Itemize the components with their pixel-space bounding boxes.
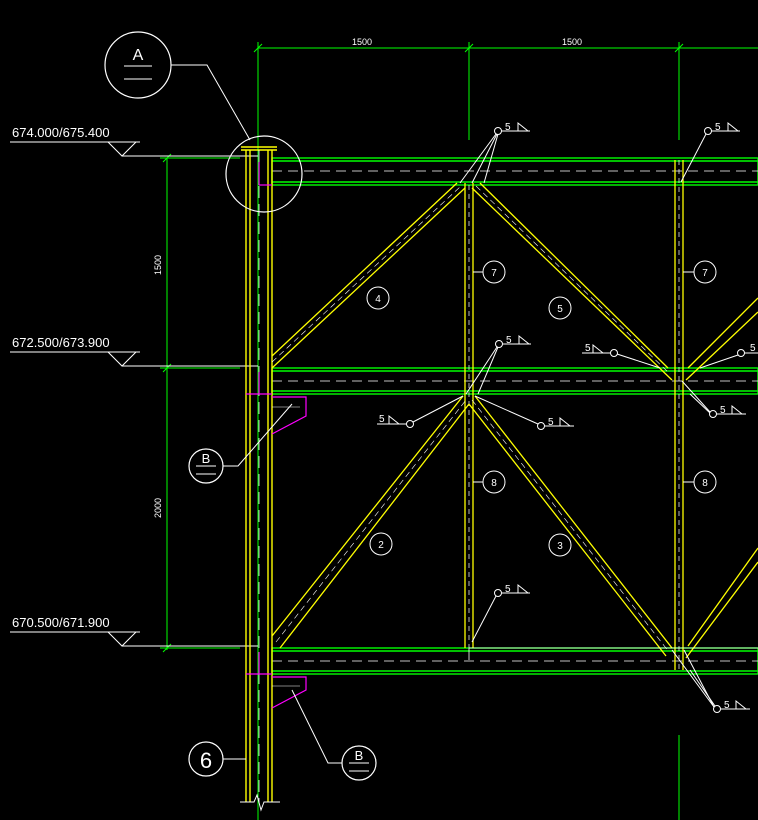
detail-callout-b-upper: B [188,403,293,484]
detail-a-label: A [133,47,144,64]
column-group [241,146,277,802]
weld-label-9: 5 [505,584,511,595]
vertical-member-centerlines [468,160,680,670]
diagonal-braces [271,182,758,659]
weld-label-2: 5 [715,122,721,133]
member-tag-4: 4 [375,294,381,305]
detail-b-upper-label: B [202,451,211,466]
weld-label-6: 5 [585,343,591,354]
diagonal-centerlines [271,185,671,653]
frame-outline [468,647,758,660]
weld-label-4: 5 [379,414,385,425]
top-span-label-1: 1500 [352,37,372,47]
detail-a-marker-circle [225,135,303,213]
weld-label-1: 5 [505,122,511,133]
member-tag-text: 4 5 7 7 2 3 8 8 [375,268,708,552]
column-break-mark [240,793,280,812]
member-tag-5: 5 [557,304,563,315]
elevation-text-top: 674.000/675.400 [12,125,110,140]
top-span-label-2: 1500 [562,37,582,47]
weld-label-3: 5 [506,335,512,346]
elevation-text-bottom: 670.500/671.900 [12,615,110,630]
weld-label-7: 5 [750,343,756,354]
vertical-members [464,160,684,670]
elevation-marker-middle: 672.500/673.900 [10,335,258,367]
detail-callout-b-lower: B [291,689,377,781]
beams-group [271,157,758,675]
elevation-marker-bottom: 670.500/671.900 [10,615,258,647]
member-tag-3: 3 [557,541,563,552]
axis-label: 6 [200,748,212,773]
axis-bubble-6: 6 [188,741,246,777]
member-tag-7b: 7 [702,268,708,279]
weld-label-10: 5 [724,700,730,711]
elevation-marker-top: 674.000/675.400 [10,125,258,157]
column-connections [246,162,307,709]
detail-callout-a: A [104,31,303,213]
top-dimension-group [253,42,758,820]
weld-label-5: 5 [548,417,554,428]
beam-top [271,157,758,186]
member-tag-8b: 8 [702,478,708,489]
member-tag-7a: 7 [491,268,497,279]
member-tag-8a: 8 [491,478,497,489]
left-dimension-group [160,153,240,653]
weld-label-8: 5 [720,405,726,416]
weld-size-labels: 5 5 5 5 5 5 5 5 5 5 [379,122,756,711]
left-height-label-1: 1500 [153,255,163,275]
left-height-label-2: 2000 [153,498,163,518]
beam-centerlines [272,170,758,662]
weld-symbols [377,121,758,713]
member-tag-2: 2 [378,540,384,551]
member-tags [366,260,717,557]
elevation-text-middle: 672.500/673.900 [12,335,110,350]
detail-b-lower-label: B [355,748,364,763]
